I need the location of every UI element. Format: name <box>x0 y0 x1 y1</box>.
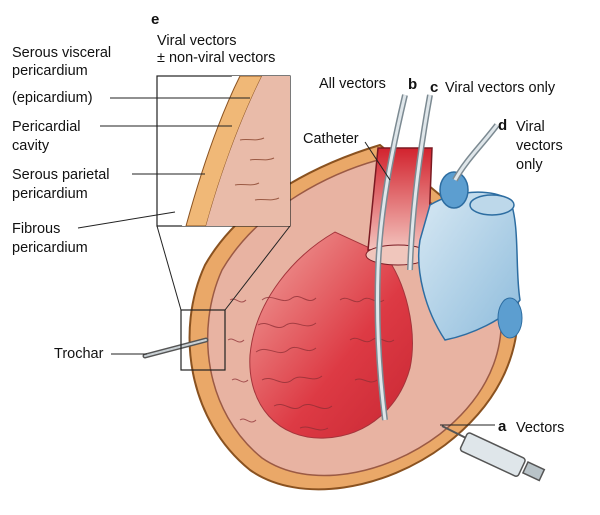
magnify-line-right <box>224 225 291 311</box>
leader-lines <box>77 97 495 426</box>
pulmonary-vein <box>417 191 521 341</box>
label-catheter: Catheter <box>303 131 359 147</box>
label-a-vectors: Vectors <box>516 420 565 436</box>
label-b-letter: b <box>408 76 418 93</box>
label-serous-visceral-2: pericardium <box>12 63 88 79</box>
label-fibrous-1: Fibrous <box>12 221 61 237</box>
label-d-line2: vectors <box>516 138 563 154</box>
label-c-viral-only: Viral vectors only <box>445 80 556 96</box>
label-trochar: Trochar <box>54 346 104 362</box>
label-serous-parietal-1: Serous parietal <box>12 167 110 183</box>
trabeculae-texture <box>227 296 395 431</box>
panel-e-title-line1: Viral vectors <box>157 33 237 49</box>
ventricle-chamber <box>249 231 413 439</box>
label-c-letter: c <box>430 79 439 96</box>
label-all-vectors: All vectors <box>319 76 386 92</box>
magnify-source-box <box>180 309 226 371</box>
panel-e-title-line2: ± non-viral vectors <box>157 50 276 66</box>
vein-opening <box>469 194 515 216</box>
label-d-line3: only <box>516 157 543 173</box>
label-d-line1: Viral <box>516 119 545 135</box>
magnify-line-left <box>156 225 182 311</box>
label-d-letter: d <box>498 117 508 134</box>
syringe <box>441 425 546 482</box>
label-cavity-1: Pericardial <box>12 119 81 135</box>
label-a-letter: a <box>498 418 507 435</box>
vein-d-opening <box>439 171 469 209</box>
label-fibrous-2: pericardium <box>12 240 88 256</box>
vein-lower-opening <box>497 297 523 339</box>
trochar-needle <box>142 337 209 359</box>
label-serous-visceral-3: (epicardium) <box>12 90 93 106</box>
label-serous-visceral-1: Serous visceral <box>12 45 112 61</box>
label-serous-parietal-2: pericardium <box>12 186 88 202</box>
inset-e <box>156 75 291 227</box>
label-cavity-2: cavity <box>12 138 50 154</box>
panel-e-letter: e <box>151 11 160 28</box>
